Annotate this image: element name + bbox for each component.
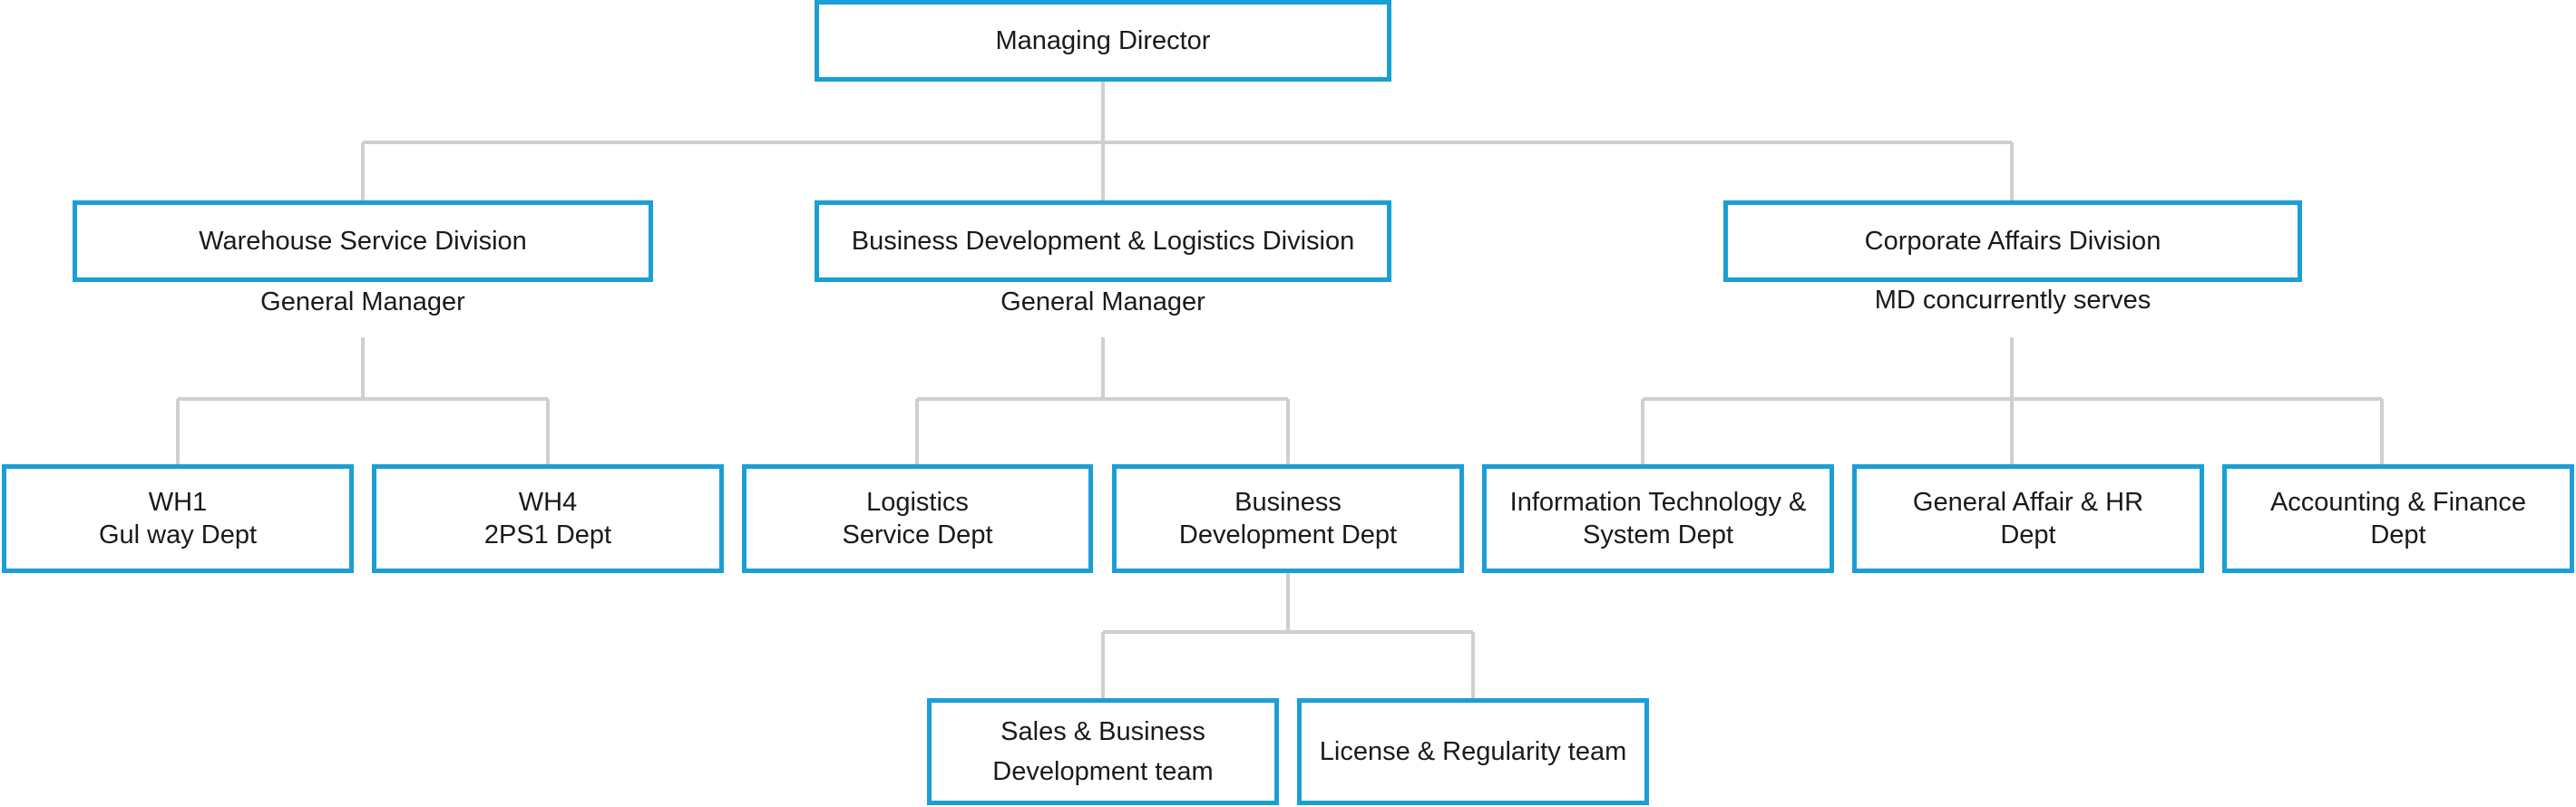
dept-accounting-finance-line1: Accounting & Finance [2269, 488, 2527, 517]
dept-business-dev-line2: Development Dept [1178, 520, 1398, 549]
connector-md-divisions [361, 80, 2014, 201]
dept-accounting-finance-line2: Dept [2370, 520, 2426, 549]
managing-director-box: Managing Director [815, 0, 1391, 82]
division-warehouse-label: Warehouse Service Division [199, 227, 527, 256]
dept-accounting-finance-box: Accounting & Finance Dept [2222, 464, 2574, 573]
dept-wh1-box: WH1 Gul way Dept [2, 464, 354, 573]
dept-logistics-line2: Service Dept [842, 520, 993, 549]
dept-logistics-line1: Logistics [866, 488, 969, 517]
team-license-regularity-box: License & Regularity team [1297, 698, 1649, 805]
dept-general-affair-hr-line2: Dept [2000, 520, 2056, 549]
division-bdl-label: Business Development & Logistics Divisio… [851, 227, 1355, 256]
dept-business-dev-box: Business Development Dept [1112, 464, 1464, 573]
dept-it-system-line2: System Dept [1583, 520, 1733, 549]
team-sales-bizdev-box: Sales & Business Development team [927, 698, 1279, 805]
team-sales-bizdev-line1: Sales & Business [1000, 717, 1205, 746]
dept-wh4-line1: WH4 [518, 488, 578, 517]
dept-wh4-line2: 2PS1 Dept [483, 520, 612, 549]
division-bdl-role: General Manager [1000, 287, 1205, 316]
dept-logistics-box: Logistics Service Dept [742, 464, 1093, 573]
division-bdl-box: Business Development & Logistics Divisio… [815, 200, 1391, 282]
division-warehouse-box: Warehouse Service Division [73, 200, 653, 282]
connector-corporate-depts [1641, 337, 2384, 465]
dept-wh4-box: WH4 2PS1 Dept [372, 464, 724, 573]
dept-general-affair-hr-line1: General Affair & HR [1912, 488, 2144, 517]
dept-wh1-line1: WH1 [148, 488, 208, 517]
connector-bizdev-teams [1101, 573, 1475, 699]
managing-director-label: Managing Director [995, 26, 1211, 55]
division-warehouse-role: General Manager [260, 287, 465, 316]
team-license-regularity-label: License & Regularity team [1319, 737, 1627, 766]
team-sales-bizdev-line2: Development team [992, 757, 1214, 786]
division-corporate-box: Corporate Affairs Division [1723, 200, 2302, 282]
division-corporate-label: Corporate Affairs Division [1864, 227, 2161, 256]
connector-bdl-depts [915, 337, 1290, 465]
connector-warehouse-depts [176, 337, 550, 465]
dept-general-affair-hr-box: General Affair & HR Dept [1852, 464, 2204, 573]
dept-wh1-line2: Gul way Dept [98, 520, 258, 549]
dept-business-dev-line1: Business [1234, 488, 1342, 517]
dept-it-system-line1: Information Technology & [1509, 488, 1807, 517]
dept-it-system-box: Information Technology & System Dept [1482, 464, 1834, 573]
division-corporate-role: MD concurrently serves [1874, 286, 2152, 315]
